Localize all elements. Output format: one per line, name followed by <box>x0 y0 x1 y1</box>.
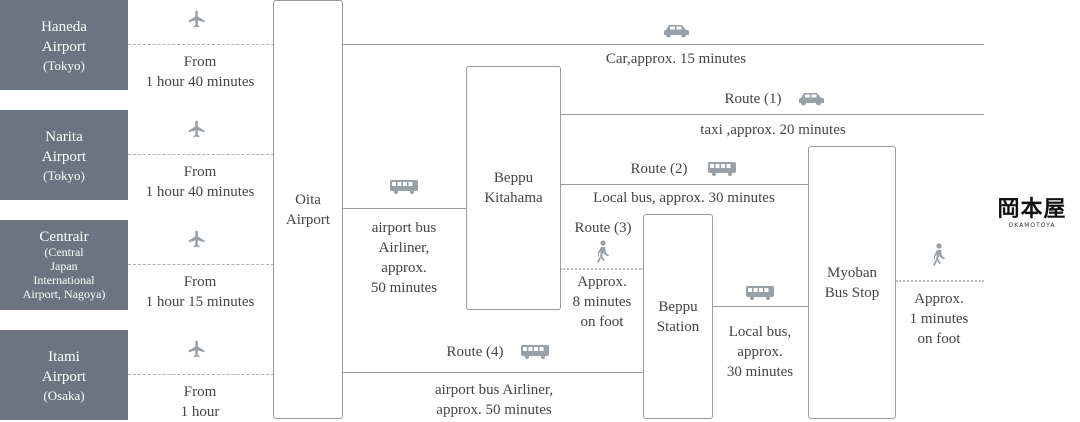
node-label: Myoban Bus Stop <box>824 264 880 301</box>
from-label: From 1 hour 40 minutes <box>145 164 255 200</box>
node-label: Beppu Station <box>656 298 700 335</box>
bus-icon <box>390 180 418 194</box>
label-route3: Route (3) <box>574 220 632 236</box>
origin-sub: (Tokyo) <box>43 57 85 73</box>
label-localbus-top: Local bus, approx. 30 minutes <box>593 190 775 206</box>
from-label: From 1 hour 15 minutes <box>145 274 255 310</box>
walk-line-route3 <box>560 268 644 270</box>
bus-icon <box>746 286 774 300</box>
airplane-icon <box>188 340 205 358</box>
logo-sub: OKAMOTOYA <box>1008 222 1056 229</box>
route-line-localbus <box>560 184 808 185</box>
label-car: Car,approx. 15 minutes <box>605 51 747 67</box>
connector <box>128 154 274 155</box>
walking-person-icon <box>597 240 609 263</box>
from-label: From 1 hour 40 minutes <box>145 54 255 90</box>
label-walk-1: Approx. 1 minutes on foot <box>909 291 969 347</box>
connector <box>128 264 274 265</box>
bus-icon <box>521 345 549 359</box>
connector <box>128 44 274 45</box>
bus-icon <box>708 162 736 176</box>
node-beppu-kitahama: Beppu Kitahama <box>466 66 561 310</box>
label-walk-8: Approx. 8 minutes on foot <box>572 274 632 330</box>
airplane-icon <box>188 230 205 248</box>
logo-text: 岡本屋 <box>997 196 1067 222</box>
route-line-station-myoban <box>712 306 808 307</box>
car-icon <box>799 93 824 106</box>
airplane-icon <box>188 120 205 138</box>
label-route2: Route (2) <box>630 161 688 177</box>
connector <box>128 374 274 375</box>
origin-name: Centrair <box>39 229 89 245</box>
origin-name: Haneda Airport <box>41 18 87 55</box>
node-myoban-bus-stop: Myoban Bus Stop <box>808 146 896 419</box>
origin-narita: Narita Airport (Tokyo) <box>0 110 128 200</box>
origin-name: Narita Airport <box>41 128 87 165</box>
node-beppu-station: Beppu Station <box>643 214 713 419</box>
node-label: Beppu Kitahama <box>484 170 543 206</box>
car-icon <box>664 25 689 38</box>
walking-person-icon <box>933 243 945 266</box>
origin-itami: Itami Airport (Osaka) <box>0 330 128 420</box>
origin-sub: (Tokyo) <box>43 167 85 183</box>
label-airliner-2: airport bus Airliner, approx. 50 minutes <box>434 382 554 418</box>
origin-sub: (Osaka) <box>43 387 85 403</box>
airplane-icon <box>188 10 205 28</box>
origin-sub: (Central Japan International Airport, Na… <box>22 245 106 301</box>
okamotoya-logo: 岡本屋 OKAMOTOYA <box>990 196 1074 230</box>
label-localbus-2: Local bus, approx. 30 minutes <box>726 324 794 380</box>
from-label: From 1 hour <box>180 384 220 420</box>
walk-line-myoban <box>896 280 984 282</box>
label-airliner-1: airport bus Airliner, approx. 50 minutes <box>370 220 438 296</box>
label-route4: Route (4) <box>446 344 504 360</box>
origin-haneda: Haneda Airport (Tokyo) <box>0 0 128 90</box>
route-line-taxi <box>560 114 984 115</box>
label-route1: Route (1) <box>724 91 782 107</box>
route-line-route4 <box>342 372 644 373</box>
route-line-car <box>342 44 984 45</box>
node-label: Oita Airport <box>285 191 331 228</box>
origin-centrair: Centrair (Central Japan International Ai… <box>0 220 128 310</box>
node-oita-airport: Oita Airport <box>273 0 343 419</box>
route-line-airliner <box>342 208 466 209</box>
label-taxi: taxi ,approx. 20 minutes <box>700 122 846 138</box>
origin-name: Itami Airport <box>41 348 87 385</box>
